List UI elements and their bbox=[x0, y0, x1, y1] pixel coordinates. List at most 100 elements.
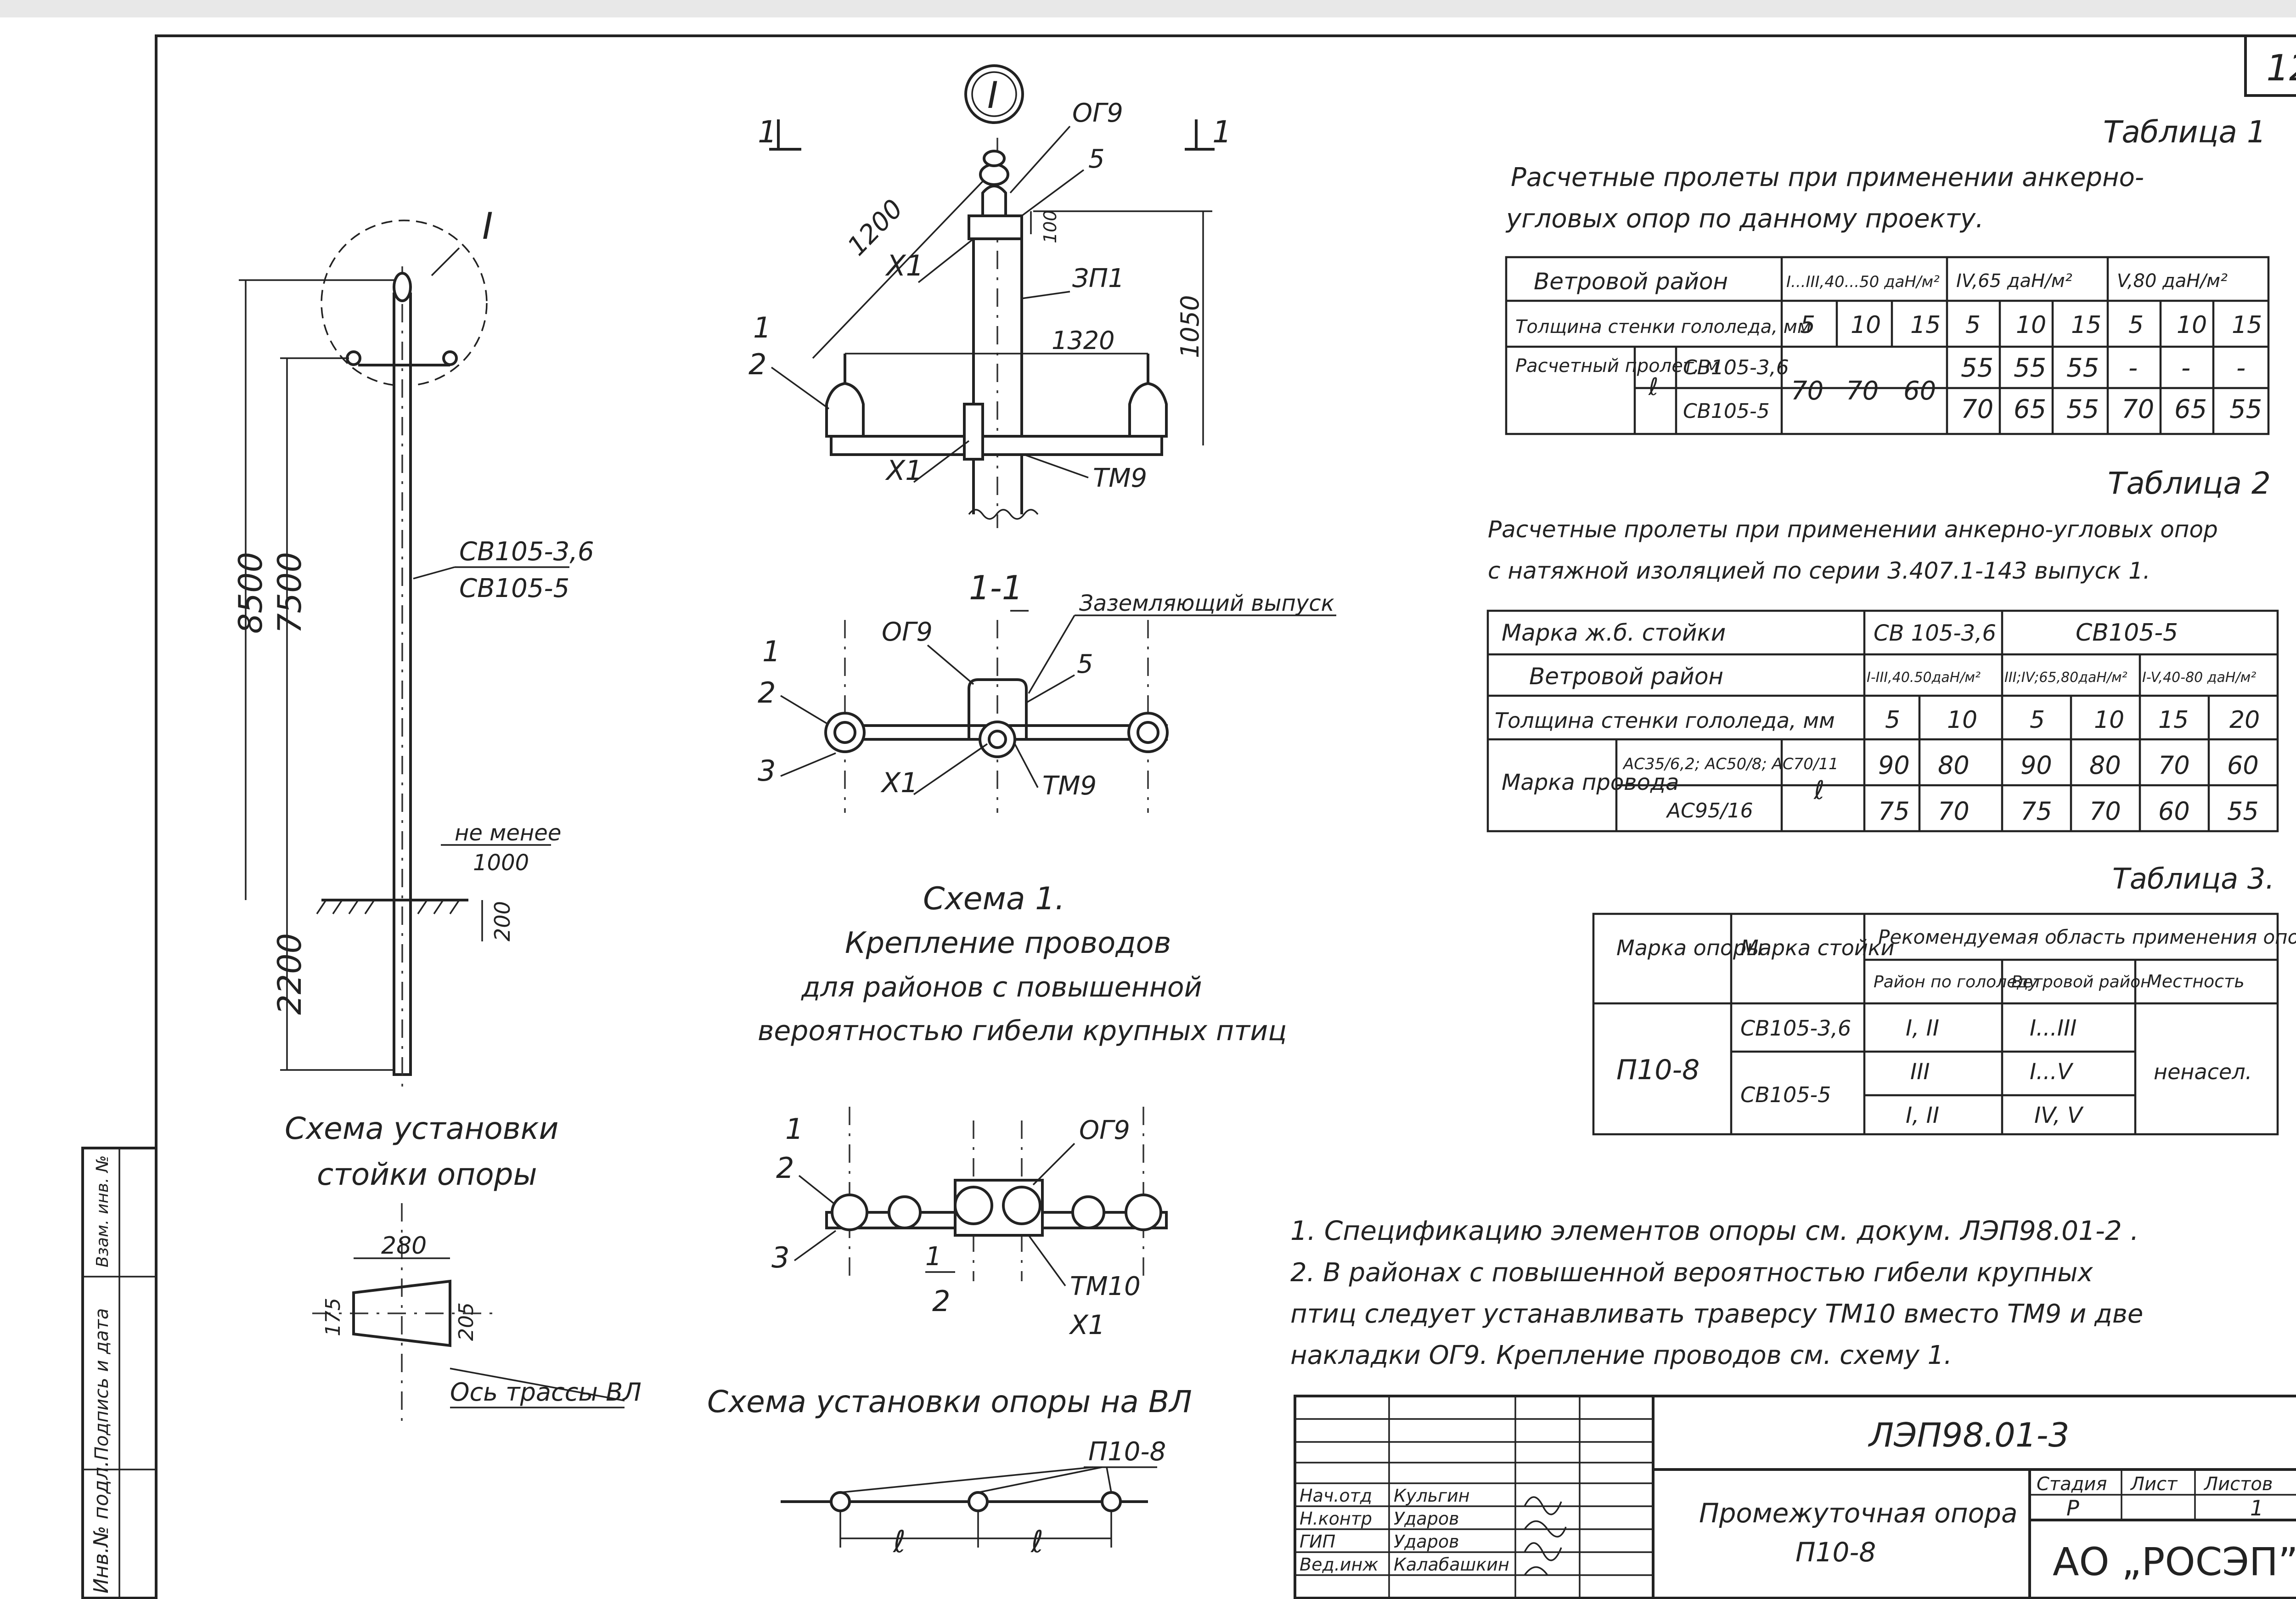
sec-label-2: 2 bbox=[758, 676, 776, 709]
t2-ice-4: 15 bbox=[2158, 706, 2189, 734]
t2-wire-2: АС95/16 bbox=[1666, 799, 1753, 822]
detail-crossarm bbox=[830, 435, 1163, 456]
title-block: Нач.отд Кульгин Н.контр Ударов ГИП Ударо… bbox=[1294, 1395, 2296, 1599]
sec-label-3: 3 bbox=[758, 754, 776, 788]
t2-ice-3: 10 bbox=[2094, 706, 2124, 734]
t3-wind-2: I...V bbox=[2030, 1059, 2074, 1085]
footprint-h1: 175 bbox=[321, 1298, 345, 1336]
stamp-role-1: Нач.отд bbox=[1300, 1486, 1372, 1506]
t2-wire-1: АС35/6,2; АС50/8; АС70/11 bbox=[1622, 755, 1839, 773]
label-x1-bottom: X1 bbox=[885, 455, 923, 487]
t3-wind-3: IV, V bbox=[2034, 1103, 2084, 1128]
t1-wind-2: IV,65 даН/м² bbox=[1956, 270, 2072, 292]
t2-r1-2: 90 bbox=[2020, 751, 2052, 780]
dim-100: 100 bbox=[1040, 210, 1060, 243]
note-2a: 2. В районах с повышенной вероятностью г… bbox=[1290, 1258, 2093, 1288]
dim-total: 8500 bbox=[232, 552, 270, 634]
t1-caption: Таблица 1 bbox=[2103, 114, 2266, 150]
t1-title-1: Расчетные пролеты при применении анкерно… bbox=[1511, 163, 2144, 192]
t1-r5-1: 65 bbox=[2014, 394, 2046, 424]
t3-support: П10-8 bbox=[1616, 1054, 1699, 1086]
t2-title-1: Расчетные пролеты при применении анкерно… bbox=[1488, 516, 2218, 543]
t1-r36-5: 55 bbox=[2066, 353, 2099, 383]
sec-label-1: 1 bbox=[762, 635, 780, 668]
span-2: ℓ bbox=[1030, 1524, 1043, 1560]
t3-post-2: СВ105-5 bbox=[1740, 1082, 1831, 1107]
og9-bracket bbox=[968, 214, 1023, 240]
s1-label-1: 1 bbox=[785, 1112, 803, 1146]
stamp-name-2: Ударов bbox=[1394, 1509, 1459, 1529]
stamp-role-3: ГИП bbox=[1300, 1531, 1335, 1552]
t2-r2-2: 75 bbox=[2020, 797, 2052, 826]
sec-label-x1: X1 bbox=[880, 767, 918, 799]
t3-sub-wind: Ветровой район bbox=[2011, 973, 2151, 991]
t2-col-wire: Марка провода bbox=[1502, 770, 1679, 795]
t1-ice-1: 10 bbox=[1851, 311, 1881, 339]
insulator-right bbox=[1128, 382, 1168, 438]
t1-wind-1: I...III,40...50 даН/м² bbox=[1786, 273, 1940, 291]
company-name: АО „РОСЭП” bbox=[2053, 1539, 2296, 1584]
detail-pole bbox=[972, 220, 1023, 514]
label-1: 1 bbox=[753, 311, 771, 344]
t2-r2-0: 75 bbox=[1878, 797, 1910, 826]
t1-title-2: угловых опор по данному проекту. bbox=[1505, 204, 1984, 234]
t2-span-symbol: ℓ bbox=[1813, 776, 1824, 805]
hdr-sheet: Лист bbox=[2130, 1474, 2178, 1495]
label-2: 2 bbox=[748, 348, 766, 381]
pole-callout: I bbox=[482, 205, 493, 248]
section-title: 1-1 bbox=[969, 569, 1023, 607]
t1-ice-2: 15 bbox=[1910, 311, 1941, 339]
t3-ice-3: I, II bbox=[1906, 1103, 1939, 1128]
page-number-box bbox=[2244, 34, 2296, 97]
sec-label-tm9: ТМ9 bbox=[1042, 771, 1097, 801]
t1-span-symbol: ℓ bbox=[1648, 373, 1658, 401]
label-x1-top: X1 bbox=[885, 249, 924, 282]
t3-wind-1: I...III bbox=[2030, 1015, 2077, 1041]
pole-installation-scheme: I 8500 7500 2200 не менее 1000 200 СВ105… bbox=[232, 205, 594, 1192]
t2-post-1: СВ 105-3,6 bbox=[1874, 620, 1996, 646]
signatures bbox=[1524, 1496, 1567, 1576]
margin-inv: Инв.№ подл. bbox=[90, 1460, 113, 1593]
sec-label-og9: ОГ9 bbox=[882, 617, 933, 647]
t1-ice-0: 5 bbox=[1800, 311, 1815, 339]
t3-caption: Таблица 3. bbox=[2112, 862, 2274, 895]
label-ground: Заземляющий выпуск bbox=[1079, 591, 1334, 616]
t2-r1-4: 70 bbox=[2158, 751, 2190, 780]
t1-ice: Толщина стенки гололеда, мм bbox=[1515, 316, 1811, 338]
t1-r5-5: 55 bbox=[2229, 394, 2262, 424]
stamp-role-2: Н.контр bbox=[1300, 1509, 1372, 1529]
scan-edge bbox=[0, 0, 2296, 17]
t2-col-wind: Ветровой район bbox=[1529, 663, 1723, 690]
top-insulator bbox=[393, 272, 412, 302]
t1-r36-2: 60 bbox=[1903, 376, 1936, 406]
doc-title-2: П10-8 bbox=[1795, 1537, 1876, 1568]
label-og9: ОГ9 bbox=[1072, 98, 1123, 128]
t1-ice-3: 5 bbox=[1965, 311, 1981, 339]
insulator-left bbox=[825, 382, 865, 438]
t2-r1-1: 80 bbox=[1938, 751, 1970, 780]
dim-1320: 1320 bbox=[1052, 326, 1114, 355]
pole-post-1: СВ105-3,6 bbox=[459, 537, 594, 567]
t3-place: ненасел. bbox=[2154, 1059, 2252, 1084]
sheets-value: 1 bbox=[2250, 1496, 2263, 1520]
t1-ice-7: 10 bbox=[2177, 311, 2207, 339]
hdr-stage: Стадия bbox=[2037, 1474, 2107, 1495]
sec-label-5: 5 bbox=[1077, 649, 1093, 679]
t1-ice-5: 15 bbox=[2071, 311, 2101, 339]
pole-post-2: СВ105-5 bbox=[459, 574, 569, 603]
line-scheme-title: Схема установки опоры на ВЛ bbox=[707, 1384, 1192, 1419]
t2-caption: Таблица 2 bbox=[2108, 466, 2271, 501]
t2-r2-5: 55 bbox=[2227, 797, 2259, 826]
t2-r1-5: 60 bbox=[2227, 751, 2259, 780]
t2-ice-1: 10 bbox=[1947, 706, 1977, 734]
footprint-width: 280 bbox=[381, 1232, 427, 1260]
t2-wind-2: III;IV;65,80даН/м² bbox=[2004, 670, 2127, 686]
stamp-name-1: Кульгин bbox=[1394, 1486, 1470, 1506]
left-margin-stamp: Инв.№ подл. Подпись и дата Взам. инв. № bbox=[81, 1147, 158, 1599]
hdr-sheets: Листов bbox=[2203, 1474, 2273, 1495]
detail-i: I 1 1 1200 100 1320 1050 ОГ9 bbox=[748, 64, 1232, 528]
s1-label-1b: 1 bbox=[925, 1242, 942, 1272]
t1-r36-1: 70 bbox=[1846, 376, 1879, 406]
t2-col-ice: Толщина стенки гололеда, мм bbox=[1495, 708, 1835, 733]
